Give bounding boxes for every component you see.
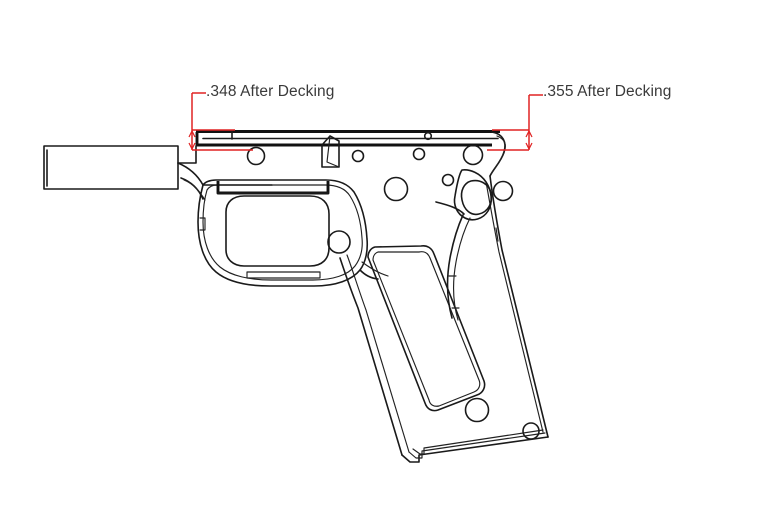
hole-grip-screw-bushing [464,397,490,423]
grip-front-strap [339,257,403,456]
dust-cover-to-guard-sweep [177,162,273,186]
magwell-lip-line [408,432,546,459]
left-dimension-label: .348 After Decking [206,83,334,100]
dimension-group: .348 After Decking .355 After Decking [188,83,671,151]
trigger-guard-outer-inner-offset [202,184,363,281]
left-dimension-group [188,92,253,151]
hole-plunger-tube-1 [412,147,426,161]
frame-geometry-group [43,130,549,463]
frame-rear-under-tang [435,201,465,215]
hole-slide-stop [383,176,409,202]
hole-mainspring-pin [522,422,540,440]
dimension-arrow-down-icon [525,142,533,150]
guard-bottom-rail [246,271,321,279]
hole-thumb-safety [462,144,484,166]
tang-lower-sweep-2 [452,217,471,321]
grip-bottom-outline [401,436,549,463]
hole-sear-pin-2 [492,180,514,202]
grip-front-strap-inner [346,254,410,453]
hole-magazine-catch [327,230,351,254]
mainspring-housing-channel [495,227,499,242]
hole-hammer-pin [246,146,266,166]
trigger-bar [216,181,330,195]
right-dimension-group [487,94,543,151]
magwell-lip-line-2 [412,429,544,455]
trigger-guard-opening [225,195,330,267]
hole-pin-tiny [423,131,433,141]
grip-panel-recess [367,245,486,412]
guard-front-inner-sweep-2 [183,179,206,201]
ejector-notch [321,135,340,168]
dimension-arrow-up-icon [525,130,533,138]
dust-cover-outline [43,145,179,190]
frame-cutout-blob [460,179,493,216]
grip-panel-recess-inner [372,251,481,407]
grip-backstrap-outer [489,175,549,438]
grip-safety-tang [453,169,492,221]
guard-rear-junction-2 [361,261,389,277]
guard-left-notch [199,217,206,231]
grip-backstrap-inner [485,181,544,433]
hole-small-mid [441,173,455,187]
dimension-arrow-up-icon [188,130,196,138]
hole-sear-pin-small-1 [351,149,365,163]
ejector-notch-fold [326,135,340,168]
right-dimension-label: .355 After Decking [543,83,671,100]
tang-lower-sweep [446,214,464,319]
frame-front-upper-contour [177,145,197,164]
dimension-arrow-down-icon [188,142,196,150]
frame-rear-upper-curve-inner [490,135,506,175]
